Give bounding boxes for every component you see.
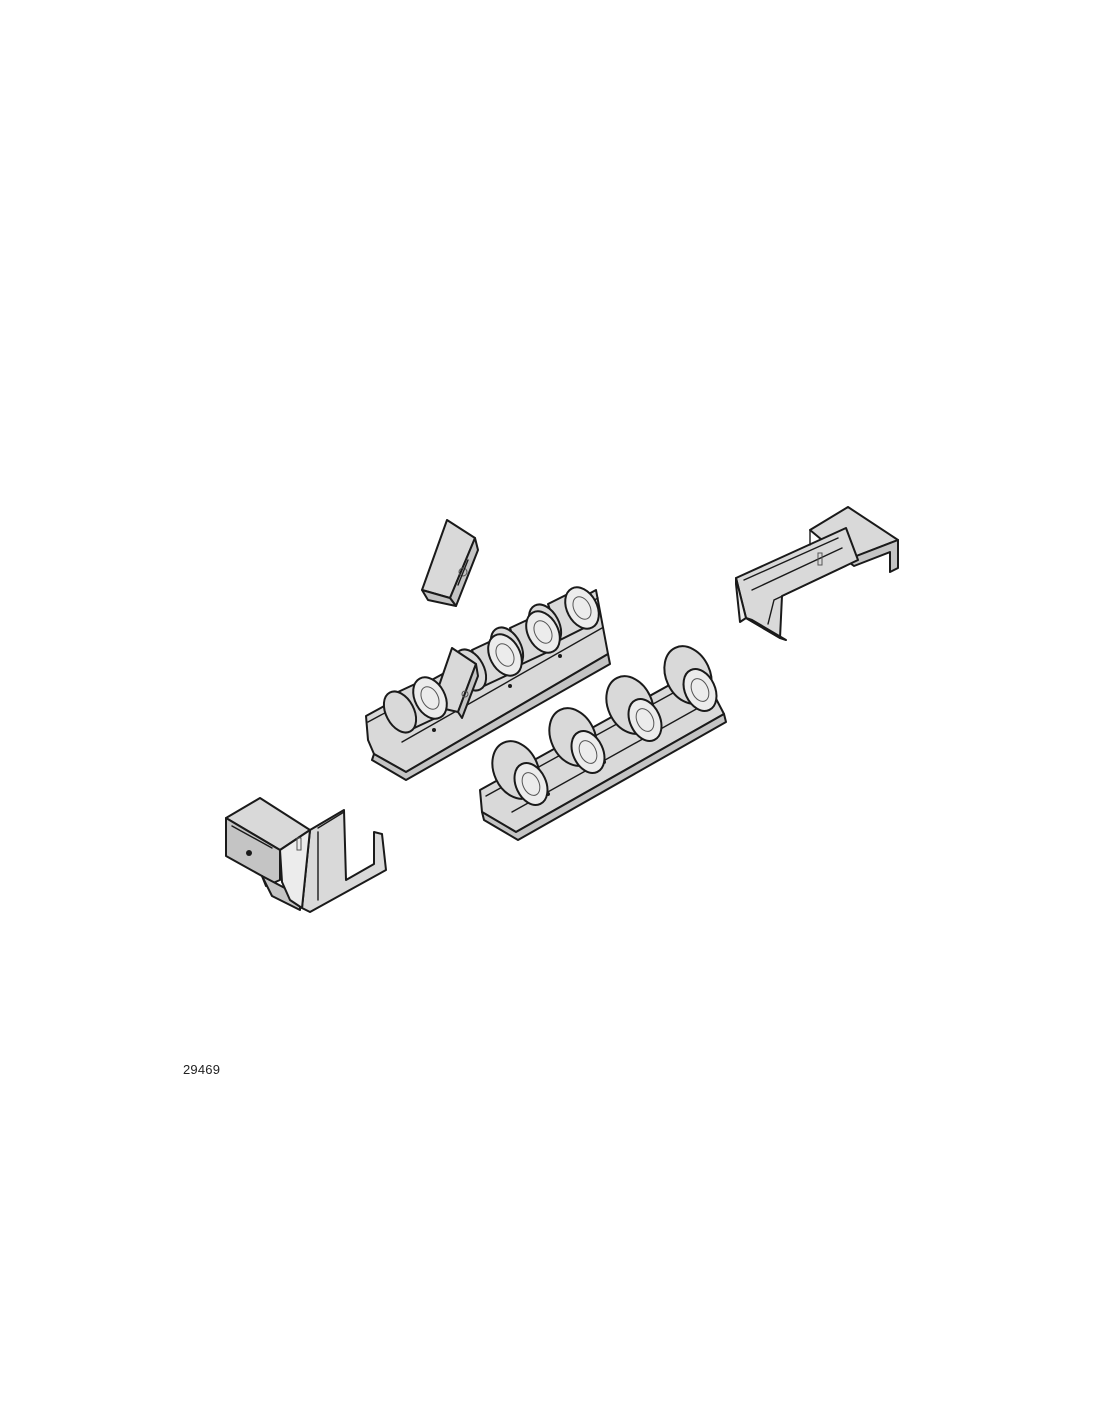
flanged-roller-icon: [605, 675, 663, 742]
wedge-block-icon: [421, 519, 479, 607]
roller-track-flanged-icon: [479, 645, 727, 841]
u-bracket-end-cap-icon: [225, 797, 387, 913]
figure-reference-number: 29469: [183, 1062, 221, 1077]
flanged-roller-icon: [491, 740, 549, 806]
roller-icon: [527, 586, 600, 647]
channel-bracket-icon: [735, 506, 899, 641]
roller-track-narrow-icon: [365, 586, 611, 781]
flanged-roller-icon: [663, 645, 718, 712]
roller-icon: [382, 676, 448, 734]
flanged-roller-icon: [548, 707, 606, 774]
